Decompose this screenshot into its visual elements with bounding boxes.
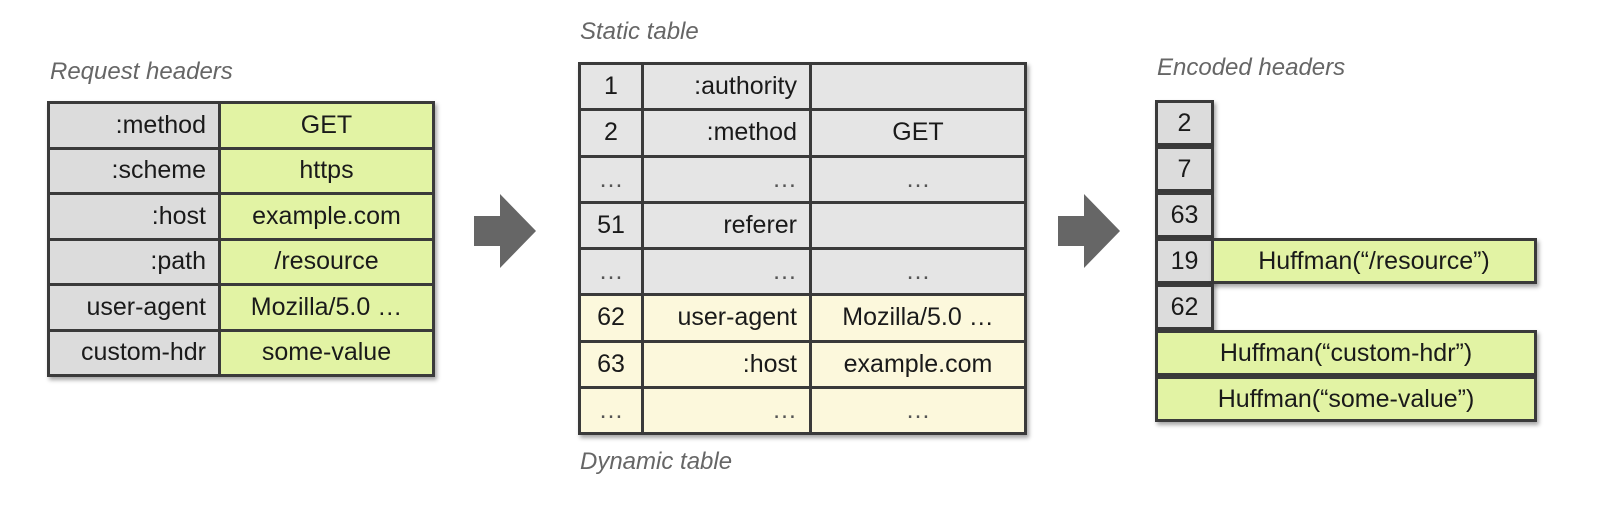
header-name: :scheme [50,149,218,192]
encoded-index: 19 [1155,238,1214,284]
dynamic-index: 62 [581,296,641,340]
static-index: 51 [581,203,641,247]
dynamic-index: … [581,388,641,432]
encoded-headers-caption: Encoded headers [1157,54,1346,81]
static-index: … [581,157,641,201]
static-name: :method [644,111,809,155]
header-name: custom-hdr [50,331,218,374]
static-value [812,203,1024,247]
header-value: https [221,149,432,192]
dynamic-name: :host [644,342,809,386]
encoded-index: 2 [1155,100,1214,146]
dynamic-name: user-agent [644,296,809,340]
header-name: :host [50,195,218,238]
right-arrow-icon [474,194,536,268]
static-index: 1 [581,65,641,109]
header-table: 1 :authority 2 :method GET … … … 51 refe… [578,62,1027,435]
header-value: Mozilla/5.0 … [221,286,432,329]
static-name: :authority [644,65,809,109]
static-index: 2 [581,111,641,155]
encoded-index: 7 [1155,146,1214,192]
static-table-caption: Static table [580,18,699,45]
dynamic-value: example.com [812,342,1024,386]
right-arrow-icon [1058,194,1120,268]
header-name: user-agent [50,286,218,329]
dynamic-value: … [812,388,1024,432]
header-value: /resource [221,240,432,283]
encoded-huffman-resource: Huffman(“/resource”) [1211,238,1537,284]
encoded-headers: 2 7 63 19 Huffman(“/resource”) 62 Huffma… [1155,100,1540,425]
static-name: referer [644,203,809,247]
encoded-index: 62 [1155,284,1214,330]
header-value: some-value [221,331,432,374]
dynamic-table-caption: Dynamic table [580,448,733,475]
header-value: GET [221,104,432,147]
request-headers-caption: Request headers [50,58,233,85]
encoded-index: 63 [1155,192,1214,238]
header-value: example.com [221,195,432,238]
dynamic-name: … [644,388,809,432]
static-name: … [644,250,809,294]
static-value: … [812,250,1024,294]
static-value: … [812,157,1024,201]
header-name: :path [50,240,218,283]
encoded-huffman-custom-hdr: Huffman(“custom-hdr”) [1155,330,1537,376]
request-headers-table: :method GET :scheme https :host example.… [47,101,435,377]
static-index: … [581,250,641,294]
dynamic-value: Mozilla/5.0 … [812,296,1024,340]
encoded-huffman-some-value: Huffman(“some-value”) [1155,376,1537,422]
dynamic-index: 63 [581,342,641,386]
static-value [812,65,1024,109]
static-value: GET [812,111,1024,155]
static-name: … [644,157,809,201]
header-name: :method [50,104,218,147]
